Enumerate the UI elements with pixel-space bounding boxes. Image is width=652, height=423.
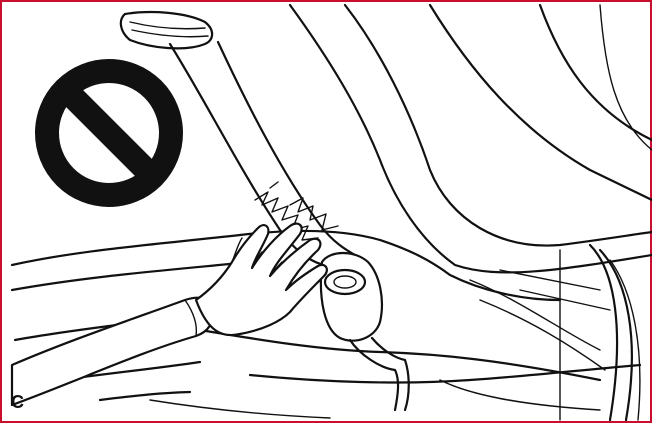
figure-label: C: [11, 392, 24, 413]
prohibition-icon: [47, 71, 171, 195]
wheel: [560, 245, 640, 420]
